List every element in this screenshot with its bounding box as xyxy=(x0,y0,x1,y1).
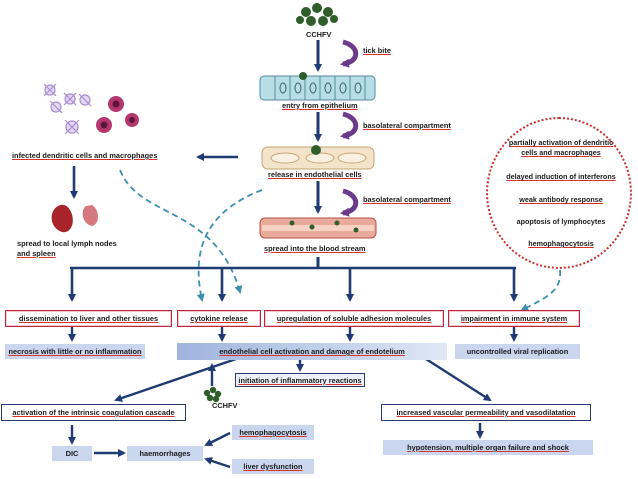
release-label: release in endothelial cells xyxy=(268,170,362,179)
liver-dysfunction-box: liver dysfunction xyxy=(232,459,314,474)
virus-label: CCHFV xyxy=(306,30,332,39)
lymph-label-line2: and spleen xyxy=(17,249,56,258)
entry-label: entry from epithelium xyxy=(282,101,358,110)
curved-arrow-basolateral-1 xyxy=(340,111,359,140)
basolateral-label-1: basolateral compartment xyxy=(363,121,451,130)
virus-label-bottom: CCHFV xyxy=(212,401,238,410)
coagulation-box: activation of the intrinsic coagulation … xyxy=(1,404,186,421)
basolateral-label-2: basolateral compartment xyxy=(363,195,451,204)
arrow-liver-to-haemorrhages xyxy=(204,457,231,469)
epithelium-cells-image xyxy=(259,72,376,101)
hemophagocytosis-box: hemophagocytosis xyxy=(232,425,314,440)
blood-vessel-image xyxy=(259,217,377,239)
vascular-box: increased vascular permeability and vaso… xyxy=(381,404,591,421)
virus-small-icon xyxy=(203,386,222,403)
tick-bite-label: tick bite xyxy=(363,46,391,55)
impairment-box: impairment in immune system xyxy=(448,310,580,327)
necrosis-box: necrosis with little or no inflammation xyxy=(5,344,145,359)
endothelial-cells-image xyxy=(261,145,375,170)
haemorrhages-box: haemorrhages xyxy=(127,446,203,461)
dashed-arrow-circle-to-impairment xyxy=(520,269,561,311)
shock-box: hypotension, multiple organ failure and … xyxy=(383,440,593,455)
lymph-label-line1: spread to local lymph nodes xyxy=(17,239,117,248)
immune-item-4: weak antibody response xyxy=(519,195,603,204)
spread-blood-label: spread into the blood stream xyxy=(264,244,366,253)
dic-box: DIC xyxy=(52,446,92,461)
immune-deficit-circle: partially activation of dendritic cells … xyxy=(486,117,632,269)
endothelial-damage-box: endothelial cell activation and damage o… xyxy=(177,343,447,360)
infected-cells-label: infected dendritic cells and macrophages xyxy=(12,151,158,160)
immune-item-5: apoptosis of lymphocytes xyxy=(516,217,606,226)
virus-cluster-icon xyxy=(296,3,338,26)
dissemination-box: dissemination to liver and other tissues xyxy=(5,310,172,327)
immune-item-6: hemophagocytosis xyxy=(528,239,594,248)
uncontrolled-replication-box: uncontrolled viral replication xyxy=(455,344,580,359)
dashed-arrow-endothelium-to-cytokine xyxy=(196,189,263,302)
arrow-hemophago-to-haemorrhages xyxy=(204,431,231,447)
immune-item-2: cells and macrophages xyxy=(521,148,601,157)
inflammatory-box: initiation of inflammatory reactions xyxy=(235,373,365,387)
arrow-to-vascular xyxy=(425,357,492,402)
curved-arrow-tick xyxy=(340,39,359,68)
immune-item-3: delayed induction of interferons xyxy=(506,172,616,181)
immune-item-1: partially activation of dendritic xyxy=(508,138,614,147)
lymph-spleen-image xyxy=(51,204,98,233)
adhesion-box: upregulation of soluble adhesion molecul… xyxy=(264,310,444,327)
curved-arrow-basolateral-2 xyxy=(340,188,359,217)
arrow-to-coagulation xyxy=(114,357,237,402)
cytokine-box: cytokine release xyxy=(177,310,261,327)
dendritic-cells-image xyxy=(43,83,139,135)
